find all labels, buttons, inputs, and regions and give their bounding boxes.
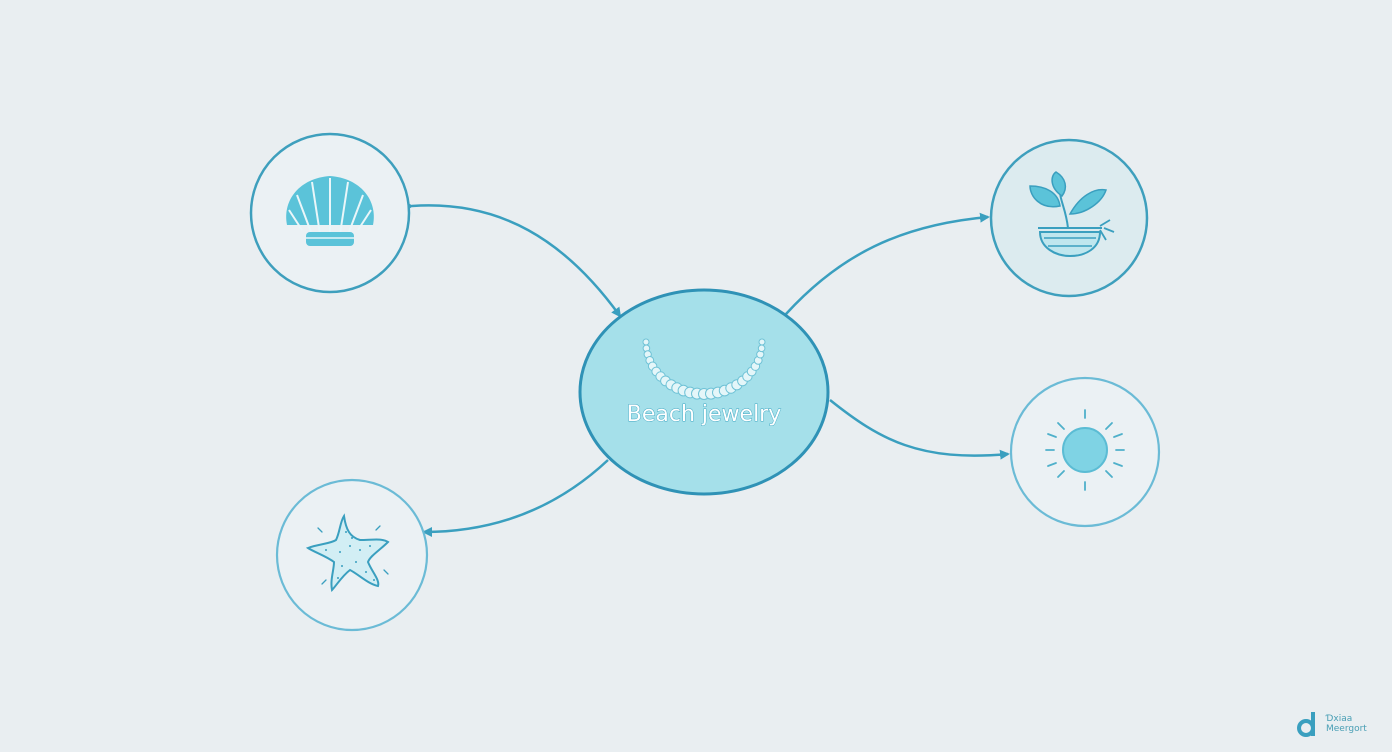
starfish-node bbox=[275, 478, 429, 632]
connector-center-plant bbox=[776, 212, 990, 324]
logo-mark-icon bbox=[1297, 712, 1315, 737]
watermark-text: Ɗxiaa Meergort bbox=[1326, 714, 1367, 734]
center-title: Beach jewelry bbox=[627, 402, 782, 427]
pearl-bead bbox=[757, 344, 766, 353]
watermark-line2: Meergort bbox=[1326, 724, 1367, 734]
seashell-node bbox=[249, 132, 411, 294]
plant-bowl-node bbox=[989, 138, 1149, 298]
connector-center-sun bbox=[829, 399, 1010, 460]
seashell-icon bbox=[286, 176, 374, 246]
plant-in-bowl-icon bbox=[1029, 171, 1115, 258]
center-node: Beach jewelry bbox=[578, 288, 830, 496]
watermark-line1: Ɗxiaa bbox=[1326, 714, 1353, 724]
connector-seashell-center bbox=[403, 201, 622, 318]
connector-center-starfish bbox=[422, 459, 609, 537]
sun-node bbox=[1009, 376, 1161, 528]
starfish-icon bbox=[305, 513, 390, 593]
pearl-necklace-icon bbox=[642, 338, 766, 400]
pearl-bead bbox=[758, 338, 766, 346]
sun-icon bbox=[1045, 409, 1125, 491]
pearl-bead bbox=[642, 338, 650, 346]
